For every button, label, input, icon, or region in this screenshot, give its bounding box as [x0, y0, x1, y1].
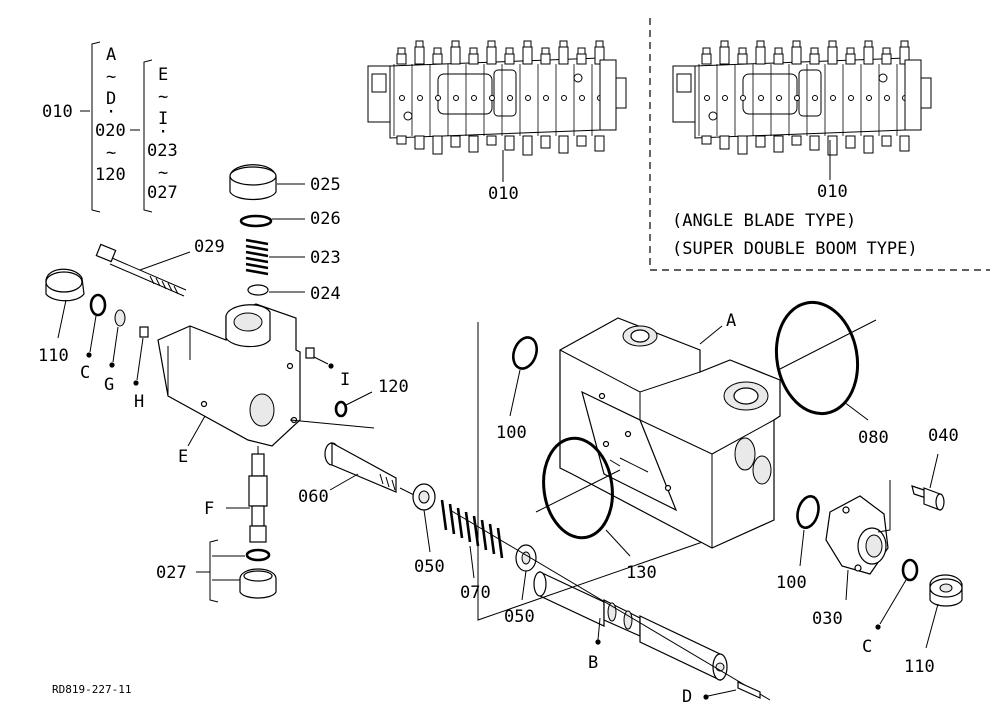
- label-110-left: 110: [38, 346, 69, 366]
- label-026: 026: [310, 209, 341, 229]
- screw-h: [139, 326, 149, 338]
- label-i: I: [340, 370, 350, 390]
- variant-frame: [649, 18, 990, 271]
- legend-g1-3: ·: [106, 102, 116, 122]
- washer-050a: [412, 483, 436, 553]
- label-a: A: [726, 311, 736, 331]
- plug-110-left: [45, 268, 85, 339]
- washer-g: [114, 309, 126, 327]
- legend-g2-4: 023: [147, 141, 178, 161]
- legend-parent: 010: [42, 102, 73, 122]
- legend-g1-0: A: [106, 45, 116, 65]
- legend-g1-5: ~: [106, 143, 116, 163]
- bolt-029: [95, 243, 191, 297]
- legend-g1-6: 120: [95, 165, 126, 185]
- oring-120: [334, 400, 348, 418]
- legend-g2-5: ~: [158, 163, 168, 183]
- label-100b: 100: [776, 573, 807, 593]
- valve-assembly-angle-blade: [672, 40, 932, 156]
- label-b: B: [588, 653, 598, 673]
- label-080: 080: [858, 428, 889, 448]
- oring-c-left: [89, 293, 107, 317]
- label-050b: 050: [504, 607, 535, 627]
- spring-023: [245, 238, 305, 276]
- label-023: 023: [310, 248, 341, 268]
- plug-027: [196, 539, 277, 603]
- legend-g2-2: I: [158, 109, 168, 129]
- screw-i: [305, 347, 315, 359]
- label-h: H: [134, 392, 144, 412]
- label-c-left: C: [80, 363, 90, 383]
- label-025: 025: [310, 175, 341, 195]
- seat-024: [247, 284, 305, 296]
- legend-g2-6: 027: [147, 183, 178, 203]
- label-010-standard: 010: [488, 184, 519, 204]
- label-029: 029: [194, 237, 225, 257]
- label-100a: 100: [496, 423, 527, 443]
- label-110-right: 110: [904, 657, 935, 677]
- washer-050b: [515, 544, 537, 601]
- cap-025: [229, 164, 305, 201]
- oring-080: [774, 300, 877, 421]
- spring-070: [440, 499, 504, 579]
- dot-c-left: [86, 352, 92, 358]
- label-130: 130: [626, 563, 657, 583]
- label-050a: 050: [414, 557, 445, 577]
- label-027: 027: [156, 563, 187, 583]
- label-030: 030: [812, 609, 843, 629]
- label-e: E: [178, 447, 188, 467]
- bolt-040: [911, 453, 945, 511]
- variant-note-1: (ANGLE BLADE TYPE): [672, 211, 856, 231]
- screw-d: [703, 681, 761, 700]
- label-040: 040: [928, 426, 959, 446]
- label-120: 120: [378, 377, 409, 397]
- legend-g1-1: ~: [106, 67, 116, 87]
- legend-g1-2: D: [106, 89, 116, 109]
- oring-100b: [796, 495, 820, 567]
- label-010-variant: 010: [817, 182, 848, 202]
- main-spool-b: [449, 509, 771, 701]
- label-c-right: C: [862, 637, 872, 657]
- legend-g1-4: 020: [95, 121, 126, 141]
- oring-100a: [509, 336, 538, 417]
- oring-026: [239, 214, 273, 228]
- spool-060: [324, 441, 421, 499]
- housing-e: [157, 303, 375, 447]
- cover-030: [825, 480, 891, 601]
- drawing-code: RD819-227-11: [52, 683, 131, 696]
- oring-130: [535, 436, 631, 557]
- label-060: 060: [298, 487, 329, 507]
- legend-g2-1: ~: [158, 87, 168, 107]
- legend-g2-0: E: [158, 65, 168, 85]
- label-f: F: [204, 499, 214, 519]
- label-070: 070: [460, 583, 491, 603]
- plug-110-right: [925, 574, 963, 649]
- label-024: 024: [310, 284, 341, 304]
- valve-assembly-standard: [367, 40, 627, 156]
- valve-body-a: [477, 317, 781, 621]
- plunger-f: [226, 446, 268, 543]
- variant-note-2: (SUPER DOUBLE BOOM TYPE): [672, 239, 918, 259]
- legend-g2-3: ·: [158, 122, 168, 142]
- label-d: D: [682, 687, 692, 707]
- oring-c-right: [901, 558, 919, 582]
- legend: 010 A ~ D · 020 ~ 120 E ~ I · 023 ~ 027: [42, 41, 178, 213]
- label-g: G: [104, 375, 114, 395]
